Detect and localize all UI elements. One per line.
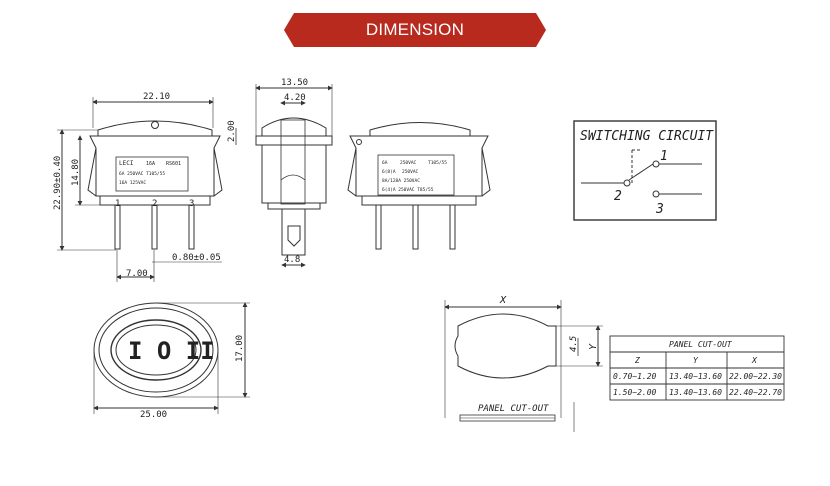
table-cell: 13.40~13.60 (669, 372, 722, 381)
panel-cutout-text: X Y 4.5 PANEL CUT-OUT (478, 295, 599, 414)
dim-height-body: 14.80 (71, 159, 81, 186)
dim-pin-offset: 7.00 (126, 269, 148, 279)
label-rating: 16A (146, 161, 155, 167)
side-view (235, 84, 333, 268)
dim-width: 22.10 (143, 92, 170, 102)
table-cell: 22.40~22.70 (729, 388, 782, 397)
panel-cutout (444, 300, 603, 432)
dim-top-width: 25.00 (140, 410, 167, 420)
banner-title: DIMENSION (365, 20, 465, 39)
front-view-text: 22.10 22.90±0.40 14.80 7.00 0.80±0.05 1 … (53, 92, 221, 279)
table-cell: 13.40~13.60 (669, 388, 722, 397)
back-label-2: 250VAC (400, 160, 417, 166)
back-label-5: 250VAC (402, 169, 419, 175)
pin-1-label: 1 (115, 199, 120, 209)
cutout-table (609, 335, 785, 401)
banner-shape (284, 13, 546, 47)
back-label-6: 8A/128A 250VAC (382, 178, 420, 184)
dim-terminal: 4.8 (284, 255, 300, 265)
back-label-4: 6(8)A (382, 169, 396, 175)
table-title: PANEL CUT-OUT (669, 340, 733, 349)
label-brand: LECI (119, 160, 134, 167)
switching-circuit-text: SWITCHING CIRCUIT 1 2 3 (580, 129, 714, 217)
dim-height-total: 22.90±0.40 (53, 156, 63, 210)
circuit-terminal-3: 3 (655, 202, 664, 217)
table-cell: 0.70~1.20 (613, 372, 657, 381)
table-header-z: Z (634, 356, 640, 365)
section-banner: DIMENSION (284, 13, 546, 47)
dim-flange: 2.00 (227, 120, 237, 142)
panel-label: PANEL CUT-OUT (478, 404, 549, 414)
front-view (57, 97, 223, 282)
label-line-2: 16A 125VAC (119, 180, 146, 186)
label-model: RS601 (166, 161, 181, 167)
dim-x: X (499, 295, 507, 306)
table-header-x: X (751, 356, 758, 365)
back-label-7: 6(4)A 250VAC T85/55 (382, 187, 434, 193)
cutout-table-text: PANEL CUT-OUT Z Y X 0.70~1.20 13.40~13.6… (613, 340, 782, 397)
top-view (93, 302, 250, 414)
table-cell: 1.50~2.00 (613, 388, 657, 397)
pin-2-label: 2 (152, 199, 157, 209)
label-line-1: 6A 250VAC T105/55 (119, 171, 165, 177)
switching-circuit (573, 120, 717, 221)
dim-r: 4.5 (569, 336, 579, 352)
dim-top-height: 17.00 (235, 335, 245, 362)
table-cell: 22.00~22.30 (729, 372, 782, 381)
rocker-symbol: I O II (128, 337, 215, 365)
table-header-y: Y (693, 356, 699, 365)
circuit-terminal-1: 1 (660, 149, 668, 164)
circuit-terminal-2: 2 (614, 189, 622, 204)
circuit-title: SWITCHING CIRCUIT (580, 129, 714, 144)
back-label-1: 6A (382, 160, 388, 166)
dim-y: Y (588, 343, 599, 350)
top-view-text: I O II 25.00 17.00 (128, 335, 245, 420)
back-view (347, 122, 491, 250)
dim-pin-width: 0.80±0.05 (172, 253, 221, 263)
back-view-text: 6A 250VAC T105/55 6(8)A 250VAC 8A/128A 2… (382, 160, 447, 193)
pin-3-label: 3 (189, 199, 194, 209)
side-view-text: 13.50 4.20 2.00 4.8 (227, 78, 308, 265)
dim-actuator: 4.20 (284, 93, 306, 103)
dim-depth: 13.50 (281, 78, 308, 88)
back-label-3: T105/55 (428, 160, 447, 166)
